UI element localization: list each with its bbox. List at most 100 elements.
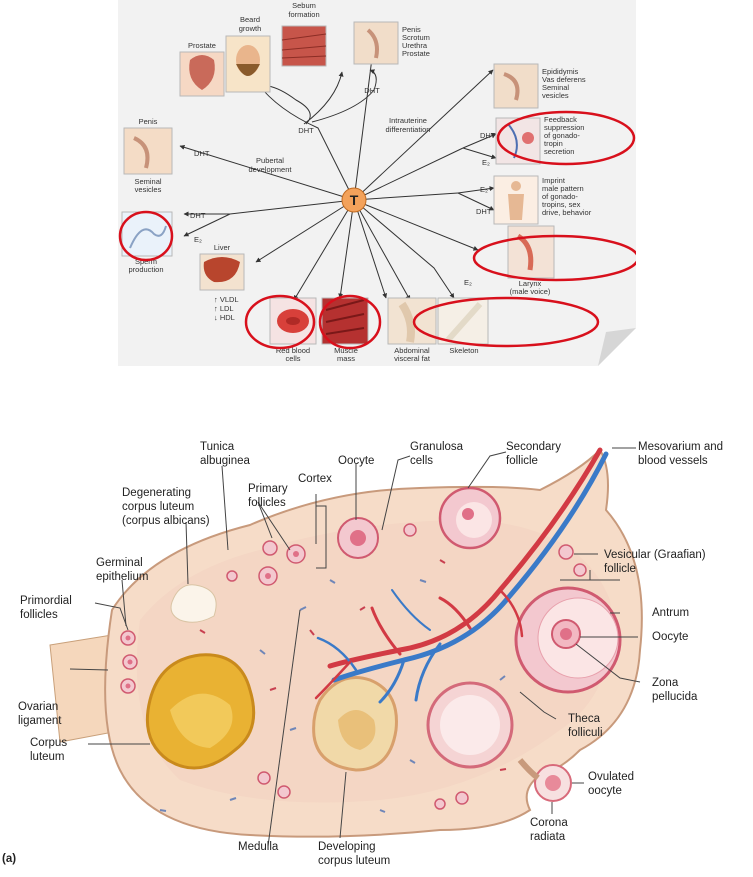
image-tiles	[121, 21, 555, 345]
label-epididymis-1: Epididymis	[542, 67, 579, 76]
label-granulosa-1: Granulosa	[410, 441, 464, 453]
label-hdl: ↓ HDL	[214, 313, 235, 322]
label-rbc-1: Red blood	[276, 346, 310, 355]
label-mesovarium-2: blood vessels	[638, 455, 708, 467]
label-rbc-2: cells	[285, 354, 300, 363]
label-intrauterine-1: Intrauterine	[389, 116, 427, 125]
label-sperm-2: production	[128, 265, 163, 274]
label-primary-1: Primary	[248, 483, 288, 495]
label-penis-left: Penis	[139, 117, 158, 126]
label-ovulated-1: Ovulated	[588, 771, 634, 783]
label-e2-skeleton: E₂	[464, 278, 472, 287]
label-germinal-1: Germinal	[96, 557, 143, 569]
testosterone-node	[341, 187, 367, 213]
label-pubertal-2: development	[249, 165, 293, 174]
label-dht-pubertal: DHT	[194, 149, 210, 158]
label-liver: Liver	[214, 243, 231, 252]
label-oocyte-right: Oocyte	[652, 631, 688, 643]
leader-lines	[69, 447, 641, 847]
label-developing-2: corpus luteum	[318, 855, 390, 867]
label-antrum: Antrum	[652, 607, 689, 619]
label-feedback-3: of gonado-	[544, 131, 580, 140]
label-larynx-2: (male voice)	[510, 287, 551, 296]
panel-label: (a)	[2, 853, 16, 865]
label-tunica-1: Tunica	[200, 441, 235, 453]
blood-vessels	[314, 447, 609, 704]
label-theca-2: folliculi	[568, 727, 603, 739]
testosterone-actions-diagram: T Sebum	[118, 0, 636, 366]
page-curl	[598, 328, 636, 366]
label-abdominal-1: Abdominal	[394, 346, 430, 355]
label-feedback-1: Feedback	[544, 115, 577, 124]
label-imprint-5: drive, behavior	[542, 208, 592, 217]
stroma-marks-red	[199, 559, 507, 771]
ovary-anatomy-diagram: Tunica albuginea Oocyte Granulosa cells …	[2, 441, 723, 867]
label-abdominal-2: visceral fat	[394, 354, 431, 363]
label-intrauterine-2: differentiation	[386, 125, 431, 134]
stroma-marks	[159, 579, 506, 813]
label-dht-sperm: DHT	[190, 211, 206, 220]
label-ovarian-1: Ovarian	[18, 701, 58, 713]
label-seminal-2: vesicles	[135, 185, 162, 194]
label-tunica-2: albuginea	[200, 455, 250, 467]
corpus-albicans-shape	[170, 584, 217, 623]
label-secondary-1: Secondary	[506, 441, 561, 453]
label-larynx-1: Larynx	[519, 279, 542, 288]
label-corpus-luteum-1: Corpus	[30, 737, 67, 749]
label-ovulated-2: oocyte	[588, 785, 622, 797]
label-granulosa-2: cells	[410, 455, 433, 467]
label-ldl: ↑ LDL	[214, 304, 234, 313]
label-primordial-2: follicles	[20, 609, 58, 621]
label-zona-2: pellucida	[652, 691, 698, 703]
label-feedback-5: secretion	[544, 147, 574, 156]
label-corpus-luteum-2: luteum	[30, 751, 65, 763]
label-vesicular-1: Vesicular (Graafian)	[604, 549, 706, 561]
label-medulla: Medulla	[238, 841, 279, 853]
label-vldl: ↑ VLDL	[214, 295, 239, 304]
label-developing-1: Developing	[318, 841, 376, 853]
label-muscle-2: mass	[337, 354, 355, 363]
highlight-circles	[118, 110, 636, 350]
label-corona-1: Corona	[530, 817, 568, 829]
label-primary-2: follicles	[248, 497, 286, 509]
label-dht-penis: DHT	[364, 86, 380, 95]
label-penis-1: Penis	[402, 25, 421, 34]
label-pubertal-1: Pubertal	[256, 156, 284, 165]
label-dht-imprint: DHT	[476, 207, 492, 216]
label-secondary-2: follicle	[506, 455, 538, 467]
label-degenerating-1: Degenerating	[122, 487, 191, 499]
label-sebum-2: formation	[288, 10, 319, 19]
label-ovarian-2: ligament	[18, 715, 62, 727]
label-zona-1: Zona	[652, 677, 679, 689]
label-feedback-4: tropin	[544, 139, 563, 148]
action-arrows	[179, 57, 497, 301]
label-beard-2: growth	[239, 24, 262, 33]
label-imprint-3: of gonado-	[542, 192, 578, 201]
label-sperm-1: Sperm	[135, 257, 157, 266]
label-imprint-2: male pattern	[542, 184, 584, 193]
label-corona-2: radiata	[530, 831, 566, 843]
label-seminal-1: Seminal	[134, 177, 161, 186]
small-follicles	[120, 523, 587, 810]
label-theca-1: Theca	[568, 713, 601, 725]
label-sebum-1: Sebum	[292, 1, 316, 10]
label-epididymis-3: Seminal	[542, 83, 569, 92]
label-cortex: Cortex	[298, 473, 332, 485]
label-epididymis-4: vesicles	[542, 91, 569, 100]
label-degenerating-3: (corpus albicans)	[122, 515, 210, 527]
label-imprint-1: Imprint	[542, 176, 566, 185]
label-dht-top: DHT	[298, 126, 314, 135]
follicle-centers	[125, 551, 299, 689]
label-prostate: Prostate	[188, 41, 216, 50]
label-primordial-1: Primordial	[20, 595, 72, 607]
label-degenerating-2: corpus luteum	[122, 501, 194, 513]
label-e2-sperm: E₂	[194, 235, 202, 244]
label-e2-feedback: E₂	[482, 158, 490, 167]
label-feedback-2: suppression	[544, 123, 584, 132]
center-label: T	[350, 192, 359, 208]
label-muscle-1: Muscle	[334, 346, 358, 355]
label-penis-3: Urethra	[402, 41, 428, 50]
label-dht-feedback: DHT	[480, 131, 496, 140]
label-penis-2: Scrotum	[402, 33, 430, 42]
label-skeleton: Skeleton	[449, 346, 478, 355]
